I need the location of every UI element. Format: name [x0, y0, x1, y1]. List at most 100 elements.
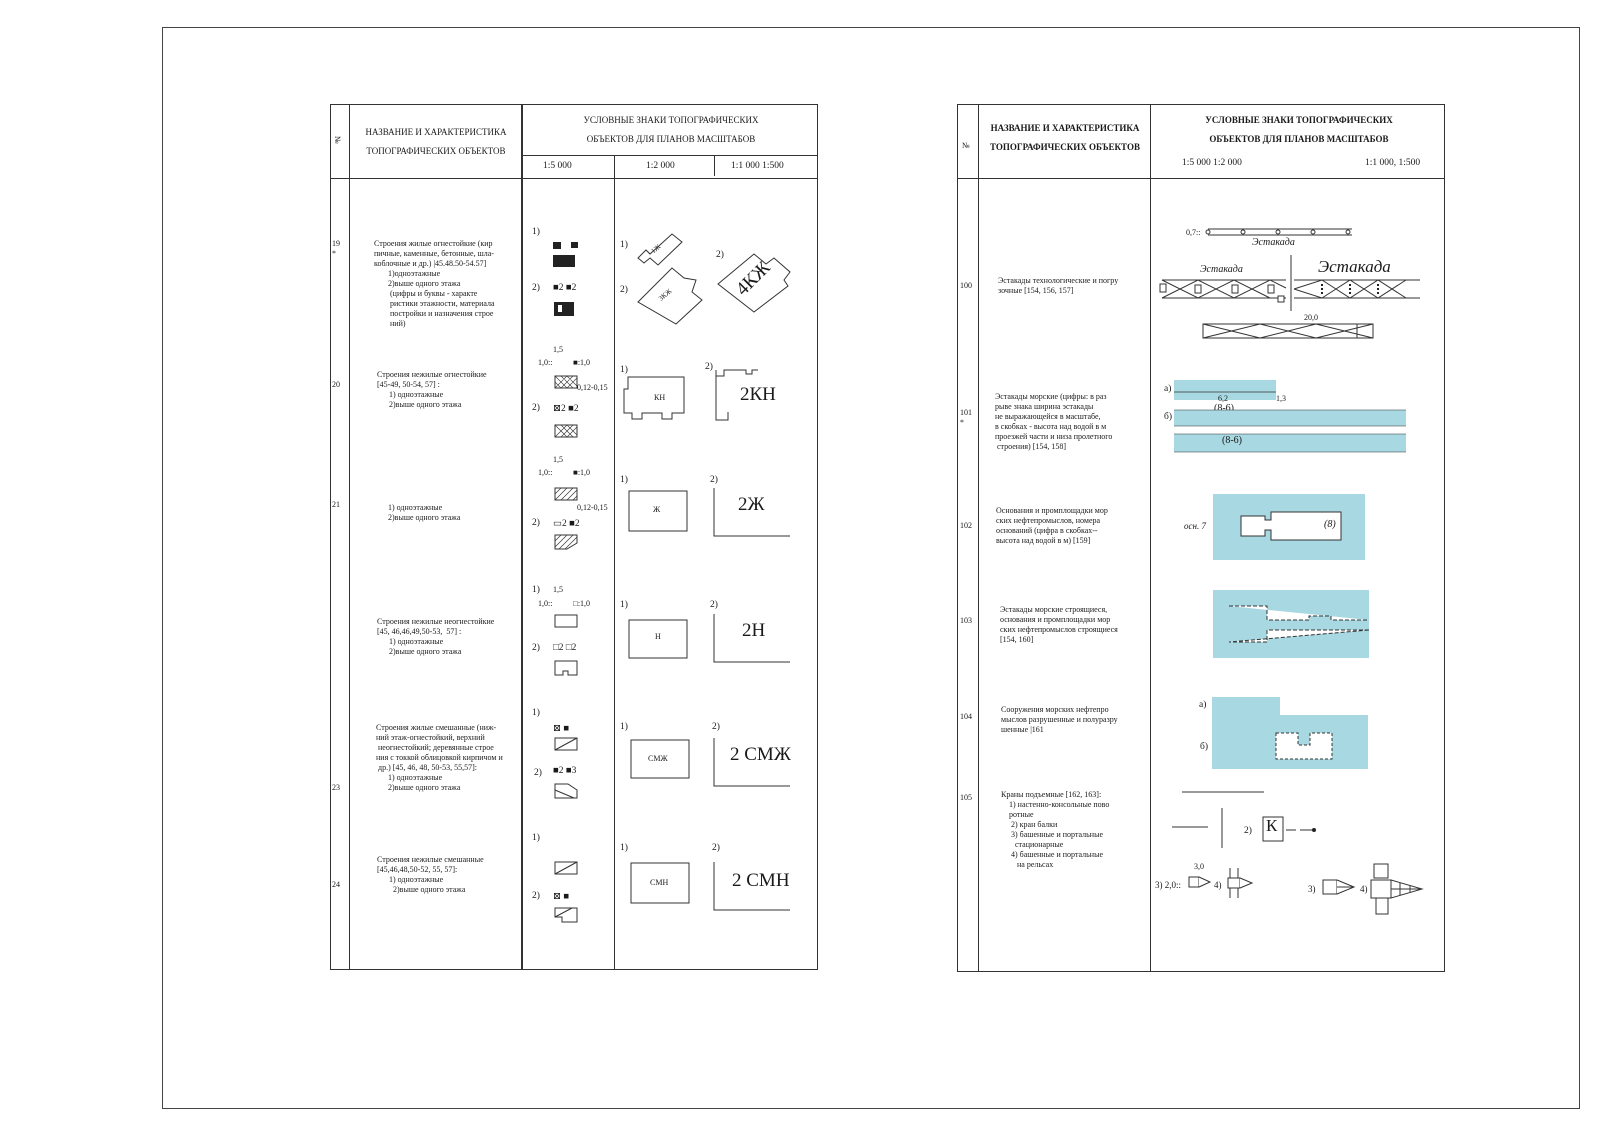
- row-105-description: Краны подъемные [162, 163]: 1) настенно-…: [1001, 790, 1110, 869]
- row-23-5000-label: ■2 ■3: [553, 766, 577, 776]
- row-20-1000-building: [715, 369, 758, 421]
- row-20-dim-left: 1,0::: [538, 358, 553, 367]
- row-101-number: 101 *: [960, 408, 972, 427]
- row-105-crane-beam: [1262, 816, 1316, 842]
- row-23-1000-mark-2: 2): [712, 722, 720, 732]
- row-22-mark-1: 1): [532, 585, 540, 595]
- row-101-height-2: (8-6): [1222, 435, 1242, 446]
- row-20-5000-label: ⊠2 ■2: [553, 404, 579, 414]
- row-105-crane-tower-1000: [1322, 879, 1356, 895]
- row-22-5000-box-2: [554, 660, 578, 676]
- row-21-2000-building: [628, 490, 688, 532]
- row-23-5000-box-2: [554, 783, 578, 799]
- row-19-description: Строения жилые огнестойкие (кир пичные, …: [374, 239, 495, 328]
- row-23-2000-building: [630, 739, 690, 779]
- right-scale-5000: 1:5 000 1:2 000: [1182, 158, 1242, 168]
- row-100-trestle-5000: [1159, 279, 1287, 303]
- row-102-base-label: осн. 7: [1184, 521, 1206, 531]
- row-23-number: 23: [332, 783, 340, 792]
- row-22-1000-corner: [713, 614, 790, 663]
- row-19-5000-symbol-2: [554, 302, 574, 316]
- row-19-5000-label: ■2 ■2: [553, 283, 577, 293]
- row-21-dim-left: 1,0::: [538, 468, 553, 477]
- left-scale-5000: 1:5 000: [543, 161, 572, 171]
- left-scale-2000: 1:2 000: [646, 161, 675, 171]
- row-22-dim-top: 1,5: [553, 585, 563, 594]
- row-23-mark-2: 2): [534, 768, 542, 778]
- row-20-dim-top: 1,5: [553, 345, 563, 354]
- row-101-water-b: [1174, 409, 1406, 453]
- row-100-label-3: Эстакада: [1318, 257, 1391, 276]
- row-104-mark-b: б): [1200, 742, 1208, 752]
- row-104-number: 104: [960, 712, 972, 721]
- row-19-2000-building-2: [637, 267, 703, 325]
- row-23-5000-small: ⊠ ■: [553, 724, 570, 734]
- row-105-crane-rail-1000: [1370, 863, 1424, 915]
- left-header-no: №: [333, 136, 342, 144]
- row-19-2000-mark-1: 1): [620, 240, 628, 250]
- row-104-description: Сооружения морских нефтепро мыслов разру…: [1001, 705, 1118, 734]
- row-21-2000-mark-1: 1): [620, 475, 628, 485]
- row-22-description: Строения нежилые неогнестойкие [45, 46,4…: [377, 617, 495, 656]
- sheet-frame: [162, 27, 1580, 1109]
- row-19-2000-mark-2: 2): [620, 285, 628, 295]
- left-header-name: НАЗВАНИЕ И ХАРАКТЕРИСТИКА ТОПОГРАФИЧЕСКИ…: [365, 127, 507, 156]
- row-21-1000-label: 2Ж: [738, 494, 765, 515]
- row-100-trestle-1000: [1293, 279, 1420, 299]
- row-22-mark-2: 2): [532, 643, 540, 653]
- right-header-no: №: [962, 141, 970, 150]
- row-100-trestle-span: [1202, 323, 1374, 339]
- row-102-description: Основания и промплощадки мор ских нефтеп…: [996, 506, 1108, 545]
- row-20-description: Строения нежилые огнестойкие [45-49, 50-…: [377, 370, 487, 409]
- row-24-number: 24: [332, 880, 340, 889]
- row-24-5000-box: [554, 861, 578, 875]
- row-105-number: 105: [960, 793, 972, 802]
- row-23-5000-box: [554, 737, 578, 751]
- row-101-description: Эстакады морские (цифры: в раз рыве знак…: [995, 392, 1113, 451]
- row-104-mark-a: а): [1199, 700, 1207, 710]
- row-20-dim-right: ■:1,0: [573, 358, 591, 367]
- row-22-1000-mark-2: 2): [710, 600, 718, 610]
- row-21-dim-top: 1,5: [553, 455, 563, 464]
- row-23-2000-mark-1: 1): [620, 722, 628, 732]
- row-105-mark-2: 2): [1244, 826, 1252, 836]
- row-22-dim-left: 1,0::: [538, 599, 553, 608]
- row-105-crane-tower: [1188, 876, 1212, 888]
- row-100-number: 100: [960, 281, 972, 290]
- row-20-dim-width: 0,12-0,15: [577, 383, 608, 392]
- row-105-crane-wall: [1172, 791, 1264, 848]
- row-22-2000-building: [628, 619, 688, 659]
- row-21-1000-mark-2: 2): [710, 475, 718, 485]
- row-22-5000-label: □2 □2: [553, 643, 577, 653]
- row-24-description: Строения нежилые смешанные [45,46,48,50-…: [377, 855, 484, 894]
- row-100-label-2: Эстакада: [1200, 264, 1243, 275]
- row-20-2000-mark-1: 1): [620, 365, 628, 375]
- row-103-platform-construction: [1213, 590, 1370, 658]
- row-22-2000-label: Н: [655, 632, 661, 641]
- row-24-mark-1: 1): [532, 833, 540, 843]
- row-21-1000-corner: [713, 488, 790, 537]
- row-100-dim: 0,7::: [1186, 228, 1201, 237]
- row-100-small-trestle: [1205, 228, 1352, 236]
- row-102-number: 102: [960, 521, 972, 530]
- row-21-5000-label: ▭2 ■2: [553, 519, 580, 529]
- row-101-mark-a: а): [1164, 384, 1172, 394]
- row-24-mark-2: 2): [532, 891, 540, 901]
- row-22-1000-label: 2Н: [742, 620, 766, 641]
- row-105-mark-3: 3) 2,0::: [1155, 880, 1181, 890]
- row-22-dim-right: □:1,0: [573, 599, 591, 608]
- row-20-5000-hatch-1: [554, 375, 578, 389]
- row-105-mark-3b: 3): [1308, 884, 1316, 894]
- row-24-5000-small: ⊠ ■: [553, 892, 570, 902]
- row-21-dim-right: ■:1,0: [573, 468, 591, 477]
- row-21-dim-width: 0,12-0,15: [577, 503, 608, 512]
- row-19-number: 19 *: [332, 239, 340, 258]
- row-105-mark-4b: 4): [1360, 884, 1368, 894]
- row-21-5000-hatch-2: [554, 534, 578, 550]
- row-19-2000-building-1: [637, 233, 683, 266]
- row-102-height: (8): [1324, 519, 1336, 530]
- row-24-2000-mark-1: 1): [620, 843, 628, 853]
- right-table: № НАЗВАНИЕ И ХАРАКТЕРИСТИКА ТОПОГРАФИЧЕС…: [957, 104, 1445, 972]
- row-23-1000-label: 2 СМЖ: [730, 744, 791, 765]
- row-103-number: 103: [960, 616, 972, 625]
